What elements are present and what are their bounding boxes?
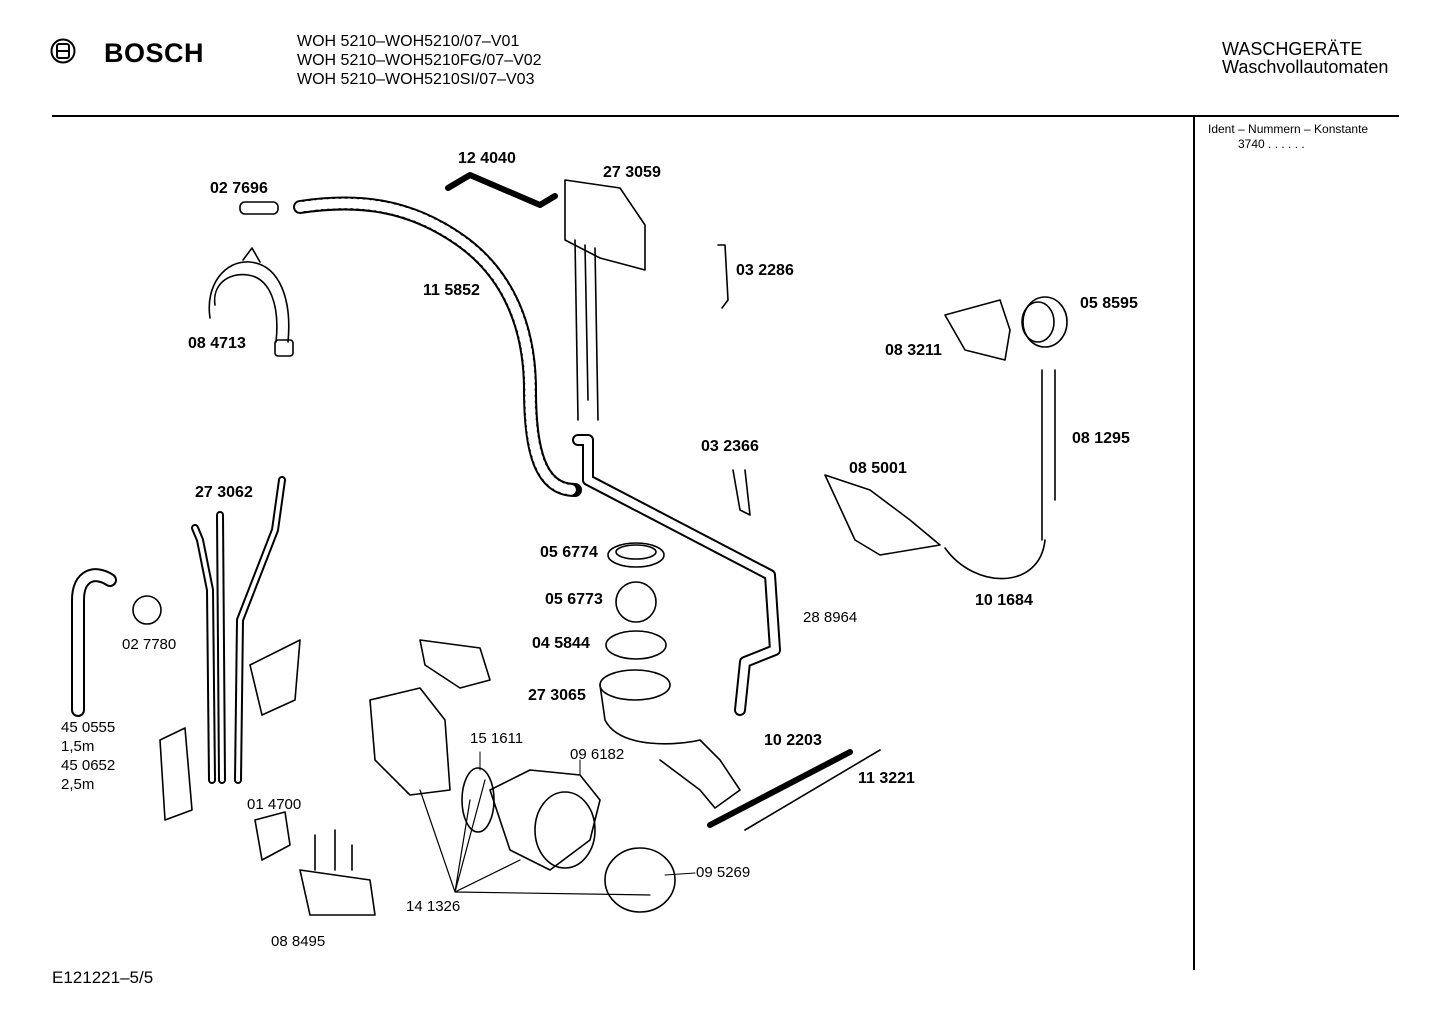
side-divider bbox=[1193, 116, 1195, 970]
leader-lines-drawing bbox=[419, 779, 651, 896]
part-label: 04 5844 bbox=[532, 635, 590, 652]
part-label: 05 8595 bbox=[1080, 295, 1138, 312]
brand-name: BOSCH bbox=[104, 38, 205, 68]
model-line: WOH 5210–WOH5210FG/07–V02 bbox=[297, 52, 542, 69]
pump-drawing bbox=[489, 769, 601, 871]
plate-drawing bbox=[159, 727, 193, 821]
o-ring-drawing bbox=[605, 630, 667, 660]
ball-drawing bbox=[615, 581, 657, 623]
clip-small-drawing bbox=[732, 469, 751, 516]
part-label: 27 3059 bbox=[603, 164, 661, 181]
switch-bracket-drawing bbox=[944, 299, 1011, 361]
mount-bracket-drawing bbox=[824, 474, 941, 556]
sump-drawing bbox=[599, 669, 671, 701]
part-label: 10 1684 bbox=[975, 592, 1033, 609]
filter-drawing bbox=[604, 847, 676, 913]
bosch-logo-icon bbox=[50, 38, 76, 64]
model-list: WOH 5210–WOH5210/07–V01 WOH 5210–WOH5210… bbox=[297, 32, 542, 89]
part-label: 08 8495 bbox=[271, 933, 326, 950]
connector-drawing bbox=[239, 201, 279, 215]
part-label: 15 1611 bbox=[470, 730, 524, 747]
header-divider bbox=[52, 115, 1399, 117]
part-label: 45 0555 bbox=[61, 719, 116, 736]
hose-drawing bbox=[944, 539, 1046, 580]
part-label: 09 5269 bbox=[696, 864, 751, 881]
bar-bracket-drawing bbox=[445, 172, 558, 208]
category-subtitle: Waschvollautomaten bbox=[1222, 57, 1389, 77]
part-length: 2,5m bbox=[61, 776, 95, 793]
rod-drawing bbox=[707, 749, 853, 828]
clip-drawing bbox=[717, 244, 729, 309]
part-label: 08 3211 bbox=[885, 342, 942, 359]
ident-value: 3740 . . . . . . bbox=[1238, 137, 1305, 151]
seal-ring-drawing bbox=[607, 542, 665, 568]
part-label: 14 1326 bbox=[406, 898, 461, 915]
part-label: 45 0652 bbox=[61, 757, 116, 774]
category: WASCHGERÄTE Waschvollautomaten bbox=[1222, 40, 1388, 76]
part-label: 09 6182 bbox=[570, 746, 625, 763]
part-label: 28 8964 bbox=[803, 609, 858, 626]
part-label: 05 6774 bbox=[540, 544, 598, 561]
valve-drawing bbox=[299, 869, 376, 916]
part-label: 11 3221 bbox=[858, 770, 915, 787]
part-label: 10 2203 bbox=[764, 732, 822, 749]
part-label: 02 7780 bbox=[122, 636, 177, 653]
motor-drawing bbox=[369, 687, 451, 796]
part-label: 03 2286 bbox=[736, 262, 794, 279]
pressure-switch-drawing bbox=[1022, 296, 1068, 348]
part-label: 05 6773 bbox=[545, 591, 603, 608]
tube-drawing bbox=[1041, 369, 1056, 541]
model-line: WOH 5210–WOH5210/07–V01 bbox=[297, 33, 520, 50]
drawing-code: E121221–5/5 bbox=[52, 968, 154, 987]
part-label: 01 4700 bbox=[247, 796, 302, 813]
category-title: WASCHGERÄTE bbox=[1222, 39, 1363, 59]
part-label: 12 4040 bbox=[458, 150, 516, 167]
part-label: 08 4713 bbox=[188, 335, 246, 352]
part-label: 27 3065 bbox=[528, 687, 586, 704]
ident-label: Ident – Nummern – Konstante bbox=[1208, 122, 1369, 136]
part-label: 02 7696 bbox=[210, 180, 268, 197]
filter-insert-drawing bbox=[132, 595, 162, 625]
part-label: 03 2366 bbox=[701, 438, 759, 455]
hose-clamp-drawing bbox=[208, 261, 290, 343]
part-label: 08 5001 bbox=[849, 460, 907, 477]
filter-cap-drawing bbox=[254, 811, 291, 861]
model-line: WOH 5210–WOH5210SI/07–V03 bbox=[297, 71, 535, 88]
part-label: 08 1295 bbox=[1072, 430, 1130, 447]
part-length: 1,5m bbox=[61, 738, 95, 755]
part-label: 27 3062 bbox=[195, 484, 253, 501]
part-label: 11 5852 bbox=[423, 282, 480, 299]
tube-holder-drawing bbox=[564, 179, 646, 271]
